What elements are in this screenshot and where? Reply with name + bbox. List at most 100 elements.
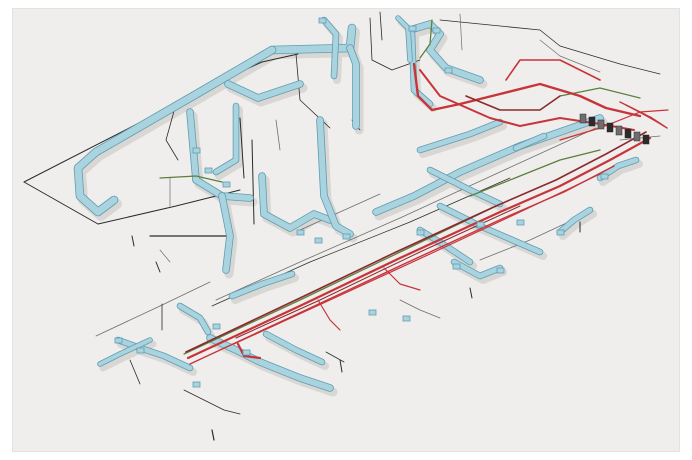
duct-run [317,117,353,237]
line-run [299,193,381,231]
pipe-run [559,109,669,141]
manifold-block [642,134,650,145]
line-run [155,261,161,273]
manifold-block [624,128,632,139]
manifold-block [597,119,605,130]
fitting [476,221,485,228]
duct-run [427,167,503,207]
line-run [251,139,255,225]
fitting [192,381,201,388]
line-run [159,249,171,263]
line-run [23,181,99,225]
pipe-run [317,299,341,331]
line-run [183,389,241,415]
manifold-block [606,122,614,133]
green-pipe [469,149,601,197]
duct-run [396,16,412,62]
line-run [131,235,135,247]
fitting [318,17,327,24]
manifold-block [633,131,641,142]
duct-run [187,109,253,201]
line-run [459,13,463,51]
green-pipe [183,207,493,355]
line-run [469,287,473,299]
line-run [369,17,421,71]
line-run [165,103,179,161]
duct-run [259,173,333,231]
fitting [556,229,565,236]
line-run [339,359,343,373]
duct-run [557,207,593,235]
duct-run [177,303,211,335]
duct-run [229,271,295,299]
pipe-run [233,173,601,345]
duct-run [219,193,233,273]
line-run [325,351,345,363]
duct-shadow [76,49,280,221]
duct-run [263,331,325,365]
fitting [212,323,221,330]
manifold-block [588,116,596,127]
manifold-pipe [649,116,668,129]
fittings [114,17,650,388]
fitting [242,349,251,356]
supply-pipes [185,59,669,365]
line-run [129,359,141,385]
duct-run [437,203,543,255]
fitting [416,229,425,236]
fitting [452,263,461,270]
fitting [342,233,351,240]
fitting [114,337,123,344]
pipe-run [235,205,521,339]
fitting [136,347,145,354]
manifold-block [579,113,587,124]
fitting [314,237,323,244]
manifold-block [615,125,623,136]
duct-run [373,115,603,215]
line-run [399,299,441,319]
fitting [368,309,377,316]
duct-run [513,133,547,151]
fitting [432,27,441,34]
fitting [408,25,417,32]
fitting [444,67,453,74]
duct-run [115,337,193,371]
line-run [211,429,215,441]
pipe-run [505,59,601,81]
ductwork [73,15,640,392]
duct-shadow [188,111,258,207]
duct-shadow [419,122,507,158]
hangers-and-lines [23,11,661,441]
duct-run [98,338,152,366]
pipe-run [465,95,561,111]
duct-shadow [599,160,643,186]
duct-run [213,103,239,175]
duct-run [225,81,303,101]
line-run [379,11,383,41]
line-run [439,19,661,75]
duct-run [409,31,433,107]
duct-shadow [231,274,299,304]
fitting [222,181,231,188]
fitting [600,173,609,180]
duct-run [451,259,503,279]
fitting [516,219,525,226]
line-run [275,119,281,151]
fitting [496,267,505,274]
duct-run [321,17,339,79]
line-run [215,127,597,301]
pipe-run [383,267,421,291]
drop-shadows [76,18,643,397]
fitting [296,229,305,236]
line-run [239,117,245,179]
duct-shadow [559,210,597,240]
pipe-run [236,342,262,360]
duct-run [74,46,276,216]
duct-run [417,119,503,153]
fitting [402,315,411,322]
duct-shadow [374,117,608,221]
pipe-run [412,62,642,118]
line-run [95,281,211,337]
